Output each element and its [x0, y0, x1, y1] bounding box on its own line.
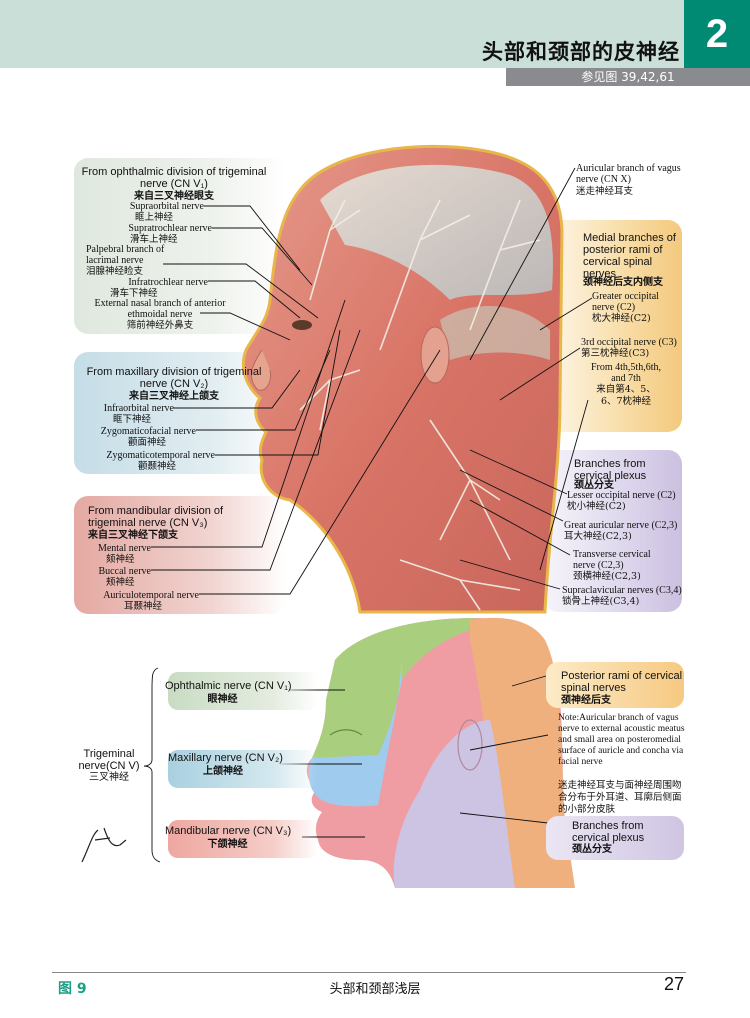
ophthalmic-heading-cn: 来自三叉神经眼支 — [134, 191, 214, 202]
infratrochlear-label: Infratrochlear nerve — [128, 277, 208, 288]
zygomaticotemporal-label-cn: 颧颞神经 — [138, 461, 177, 472]
mandibular-nerve-label: Mandibular nerve (CN V₃) — [165, 825, 292, 837]
cervical-plexus-box — [546, 816, 684, 860]
ophthalmic-nerve-label-cn: 眼神经 — [207, 694, 238, 705]
vagus-note-cn: 迷走神经耳支与面神经周围吻合分布于外耳道、耳廓后侧面的小部分皮肤 — [558, 780, 682, 815]
posterior-rami-box — [546, 662, 684, 708]
transverse-cervical-label-cn: 颈横神经(C2,3) — [573, 571, 641, 582]
supraorbital-label-cn: 眶上神经 — [135, 212, 174, 223]
maxillary-heading-cn: 来自三叉神经上颌支 — [129, 391, 219, 402]
posterior-rami-heading: Medial branches of posterior rami of cer… — [583, 232, 676, 280]
header-band — [0, 0, 684, 68]
greater-occipital-label-cn: 枕大神经(C2) — [592, 313, 651, 324]
signature-mark — [81, 827, 127, 863]
vagus-auricular-label: Auricular branch of vagus nerve (CN X) — [576, 163, 681, 185]
posterior-rami-heading-cn: 颈神经后支内侧支 — [583, 277, 663, 288]
infraorbital-label: Infraorbital nerve — [103, 403, 174, 414]
mental-label: Mental nerve — [97, 543, 151, 554]
great-auricular-label-cn: 耳大神经(C2,3) — [564, 531, 632, 542]
maxillary-heading: From maxillary division of trigeminal ne… — [86, 366, 262, 390]
third-occipital-label: 3rd occipital nerve (C3) — [581, 337, 677, 348]
page-title: 头部和颈部的皮神经 — [482, 39, 680, 64]
dermatome-head-illustration — [306, 617, 575, 888]
see-also-reference: 参见图 39,42,61 — [506, 68, 750, 86]
lower-occipital-label-cn: 来自第4、5、6、7枕神经 — [596, 384, 656, 407]
external-nasal-label-cn: 筛前神经外鼻支 — [126, 320, 194, 331]
ophthalmic-heading: From ophthalmic division of trigeminal n… — [81, 166, 267, 190]
auriculotemporal-label-cn: 耳颞神经 — [124, 601, 163, 612]
supratrochlear-label-cn: 滑车上神经 — [130, 234, 178, 245]
great-auricular-label: Great auricular nerve (C2,3) — [564, 520, 678, 531]
auriculotemporal-label: Auriculotemporal nerve — [103, 590, 199, 601]
palpebral-label: Palpebral branch of lacrimal nerve — [86, 244, 165, 266]
zygomaticotemporal-label: Zygomaticotemporal nerve — [106, 450, 215, 461]
page-number: 27 — [663, 974, 684, 994]
cervical-plexus-label: Branches from cervical plexus — [572, 820, 645, 844]
maxillary-nerve-label: Maxillary nerve (CN V₂) — [168, 752, 283, 764]
cervical-plexus-heading: Branches from cervical plexus — [574, 458, 647, 482]
buccal-label: Buccal nerve — [98, 566, 151, 577]
lower-occipital-label: From 4th,5th,6th, and 7th — [590, 362, 661, 384]
transverse-cervical-label: Transverse cervical nerve (C2,3) — [573, 549, 651, 571]
third-occipital-label-cn: 第三枕神经(C3) — [581, 348, 650, 359]
mandibular-nerve-box — [168, 820, 318, 858]
zygomaticofacial-label: Zygomaticofacial nerve — [100, 426, 196, 437]
footer-divider — [52, 972, 686, 973]
infraorbital-label-cn: 眶下神经 — [113, 414, 152, 425]
zygomaticofacial-label-cn: 颧面神经 — [128, 437, 167, 448]
maxillary-nerve-box — [168, 750, 318, 788]
infratrochlear-label-cn: 滑车下神经 — [110, 288, 158, 299]
lesser-occipital-label-cn: 枕小神经(C2) — [567, 501, 626, 512]
maxillary-nerve-label-cn: 上颌神经 — [203, 766, 243, 777]
posterior-rami-panel — [544, 220, 682, 432]
dissected-head-illustration — [241, 144, 564, 614]
figure-label: 图 9 — [58, 981, 87, 997]
cervical-plexus-panel — [544, 450, 682, 612]
ophthalmic-nerve-label: Ophthalmic nerve (CN V₁) — [165, 680, 292, 692]
mandibular-heading: From mandibular division of trigeminal n… — [88, 505, 224, 529]
trigeminal-label-cn: 三叉神经 — [89, 772, 129, 783]
supratrochlear-label: Supratrochlear nerve — [128, 223, 212, 234]
cervical-plexus-heading-cn: 颈丛分支 — [574, 480, 614, 491]
chapter-number: 2 — [684, 0, 750, 68]
cervical-plexus-label-cn: 颈丛分支 — [572, 844, 612, 855]
footer-title: 头部和颈部浅层 — [329, 982, 421, 997]
ophthalmic-nerve-box — [168, 672, 318, 710]
buccal-label-cn: 颊神经 — [106, 577, 135, 588]
greater-occipital-label: Greater occipital nerve (C2) — [592, 291, 659, 313]
supraorbital-label: Supraorbital nerve — [129, 201, 204, 212]
mandibular-nerve-label-cn: 下颌神经 — [207, 839, 248, 850]
palpebral-label-cn: 泪腺神经睑支 — [86, 266, 144, 277]
supraclavicular-label-cn: 锁骨上神经(C3,4) — [562, 596, 640, 607]
lesser-occipital-label: Lesser occipital nerve (C2) — [567, 490, 676, 501]
vagus-note: Note:Auricular branch of vagus nerve to … — [558, 713, 685, 767]
vagus-auricular-label-cn: 迷走神经耳支 — [576, 186, 634, 197]
ophthalmic-panel — [74, 158, 286, 334]
mental-label-cn: 颏神经 — [106, 554, 135, 565]
supraclavicular-label: Supraclavicular nerves (C3,4) — [562, 585, 682, 596]
external-nasal-label: External nasal branch of anterior ethmoi… — [94, 298, 226, 320]
posterior-rami-label-cn: 颈神经后支 — [561, 695, 611, 706]
mandibular-heading-cn: 来自三叉神经下颌支 — [88, 530, 178, 541]
posterior-rami-label: Posterior rami of cervical spinal nerves — [561, 670, 683, 694]
trigeminal-label: Trigeminal nerve(CN V) — [78, 748, 140, 772]
